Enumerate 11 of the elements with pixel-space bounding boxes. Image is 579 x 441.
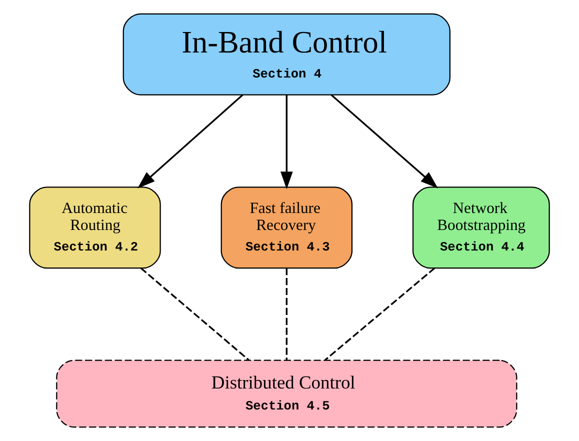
connector bbox=[324, 267, 436, 361]
arrow bbox=[330, 94, 438, 188]
connector bbox=[286, 268, 288, 360]
node-box: Fast failure Recovery Section 4.3 bbox=[220, 186, 353, 269]
node-box: In-Band Control Section 4 bbox=[122, 13, 450, 96]
arrow bbox=[138, 94, 244, 188]
connector bbox=[140, 267, 250, 361]
arrow bbox=[280, 94, 293, 190]
node-box: Distributed Control Section 4.5 bbox=[56, 360, 518, 428]
node-box: Automatic Routing Section 4.2 bbox=[29, 186, 161, 269]
node-box: Network Bootstrapping Section 4.4 bbox=[412, 186, 550, 269]
